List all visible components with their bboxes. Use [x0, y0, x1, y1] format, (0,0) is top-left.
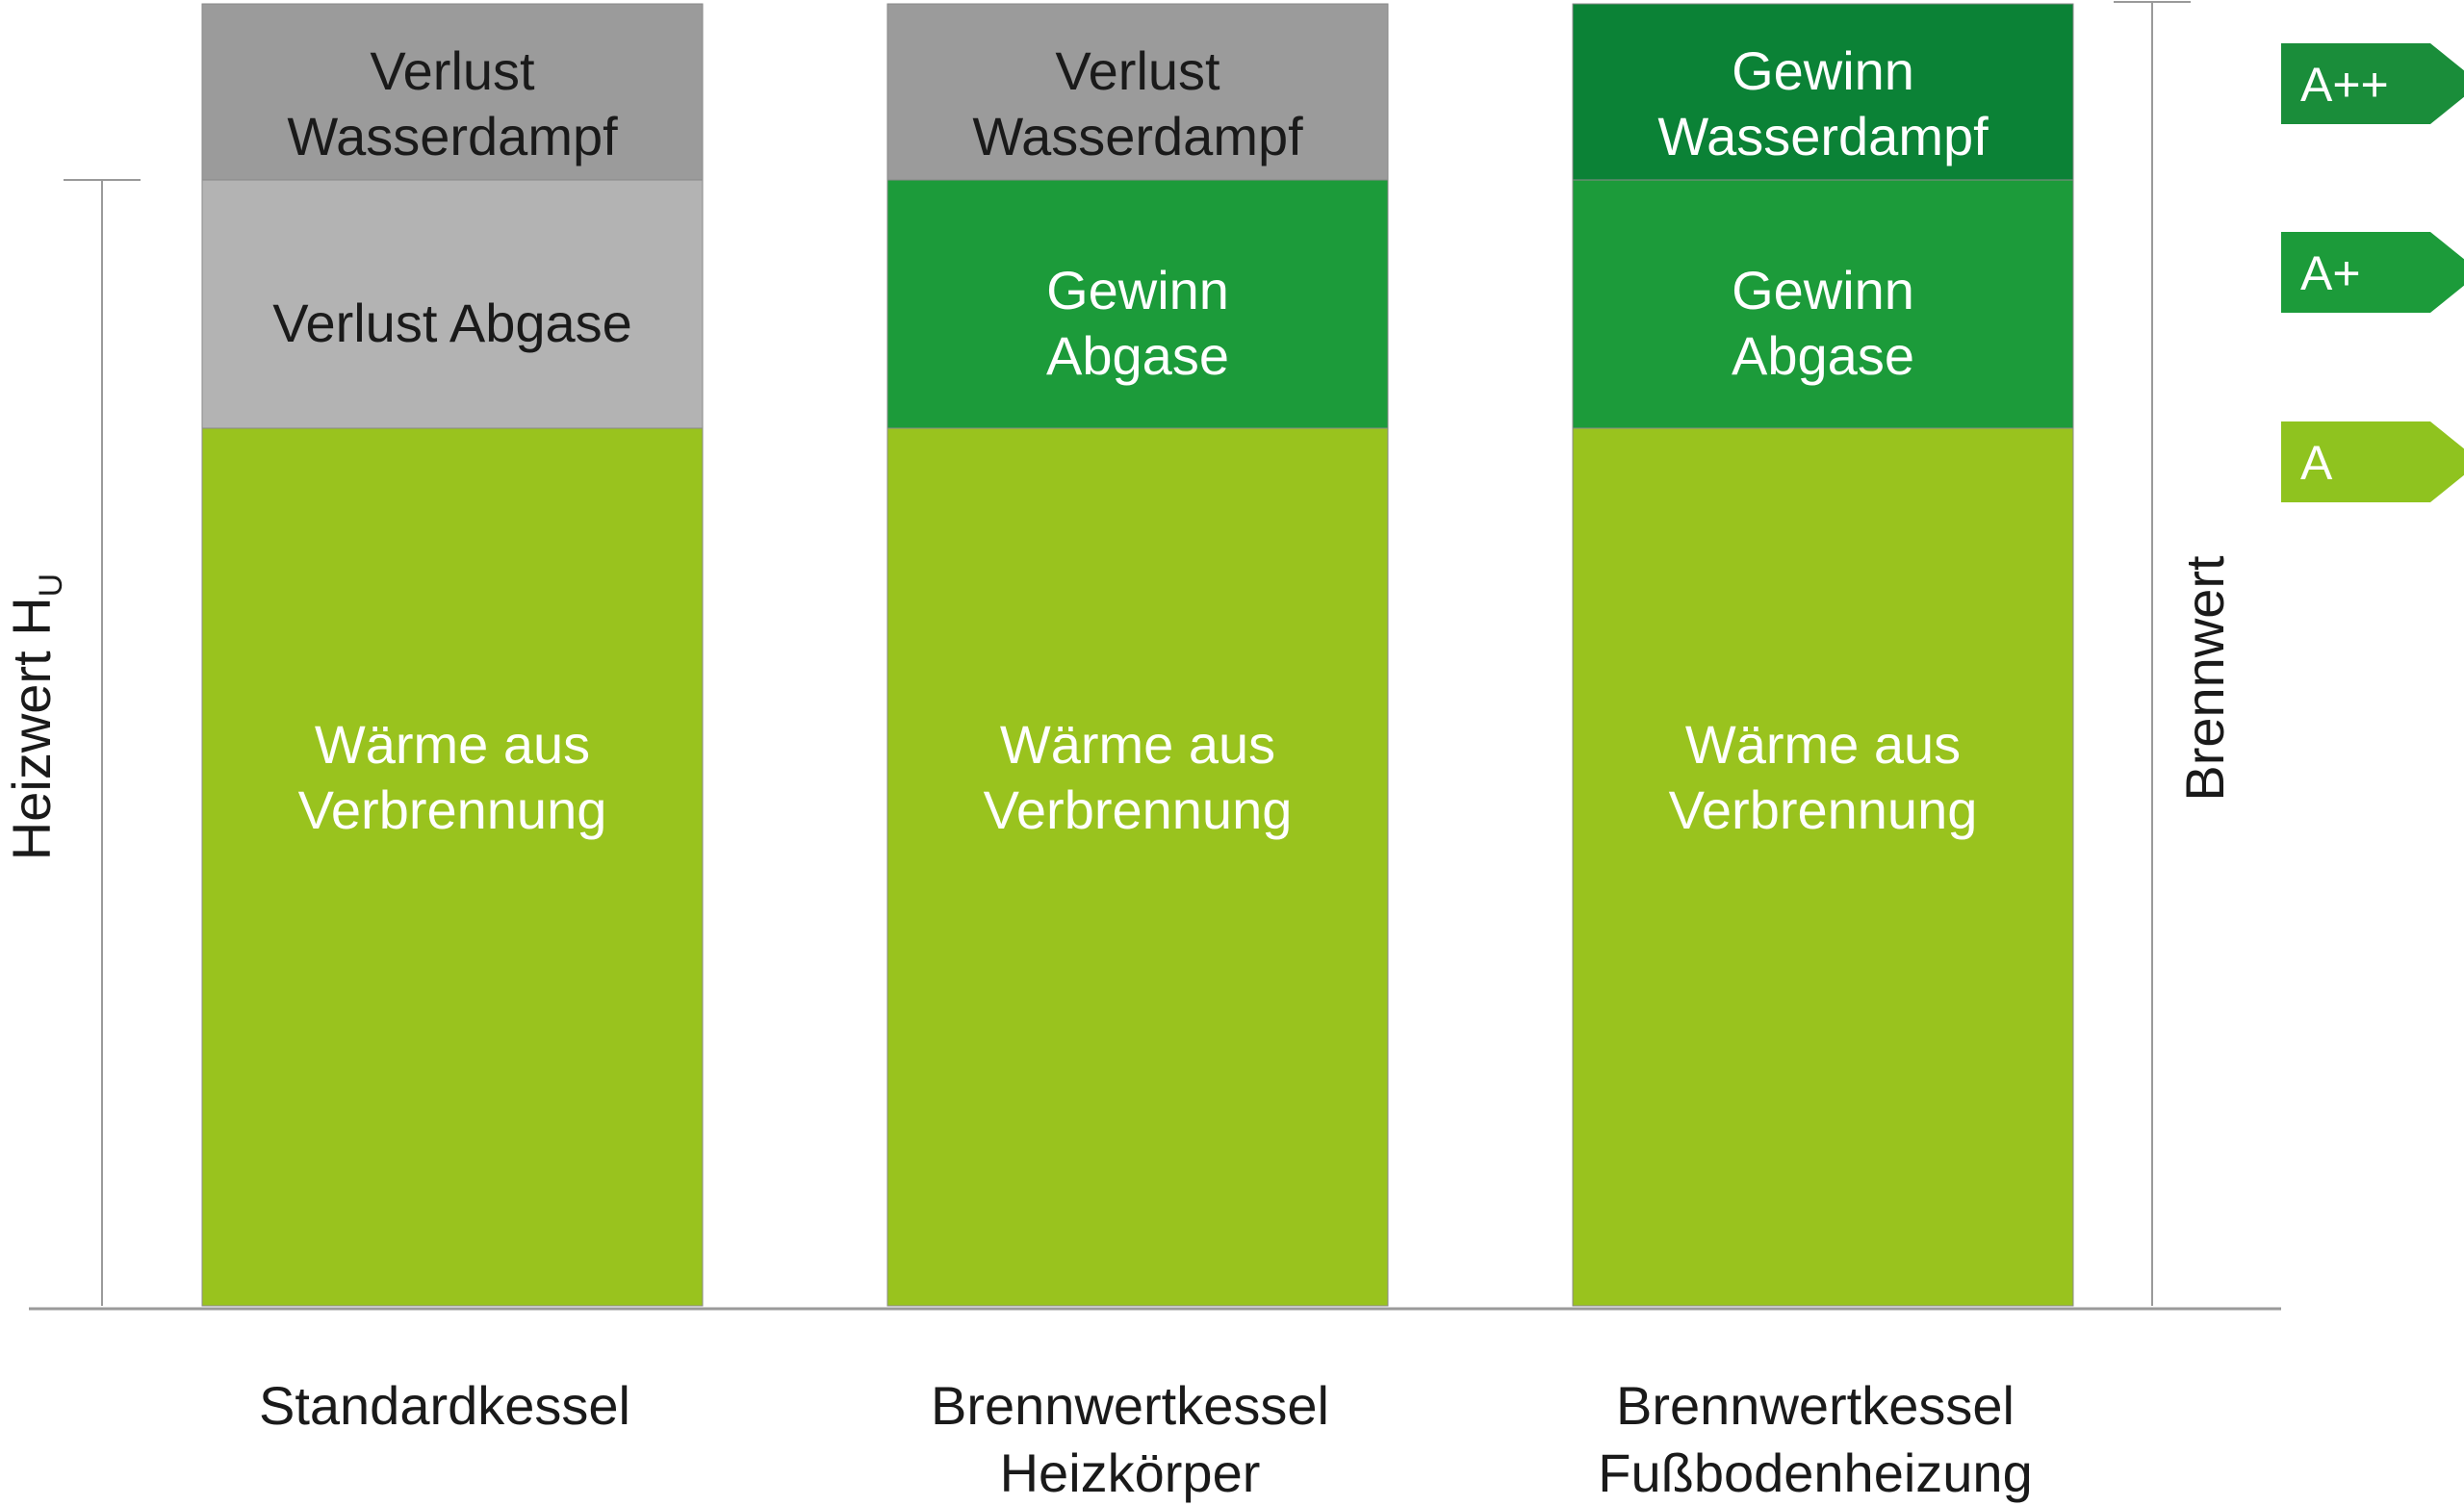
- efficiency-tag-label: A+: [2300, 246, 2361, 300]
- segment-label: Abgase: [1732, 325, 1914, 386]
- segment-label: Gewinn: [1732, 40, 1914, 101]
- segment-1-2: [201, 179, 704, 429]
- segment-3-3: [1572, 427, 2074, 1307]
- segment-label: Wärme aus: [1000, 714, 1275, 775]
- category-label: Heizkörper: [1000, 1442, 1261, 1503]
- segment-label: Abgase: [1046, 325, 1229, 386]
- segment-label: Wärme aus: [1685, 714, 1961, 775]
- segment-label: Wasserdampf: [1657, 106, 1989, 166]
- category-label: Standardkessel: [259, 1375, 630, 1436]
- efficiency-tag-label: A: [2300, 436, 2333, 490]
- segment-2-3: [886, 427, 1389, 1307]
- segment-label: Wasserdampf: [287, 106, 618, 166]
- segment-label: Wärme aus: [315, 714, 590, 775]
- efficiency-tag-label: A++: [2300, 58, 2389, 112]
- segment-3-1: [1572, 3, 2074, 181]
- category-label: Brennwertkessel: [931, 1375, 1329, 1436]
- segment-2-1: [886, 3, 1389, 181]
- segment-label: Verlust: [370, 40, 535, 101]
- segment-label: Verlust: [1055, 40, 1220, 101]
- segment-label: Gewinn: [1046, 260, 1229, 320]
- segment-1-1: [201, 3, 704, 181]
- brennwert-axis-label: Brennwert: [2174, 555, 2235, 802]
- segment-label: Gewinn: [1732, 260, 1914, 320]
- efficiency-tag-3: [2281, 421, 2464, 502]
- segment-3-2: [1572, 179, 2074, 429]
- segment-label: Verbrennung: [984, 779, 1293, 840]
- segment-label: Wasserdampf: [972, 106, 1303, 166]
- heizwert-axis-label: Heizwert HU: [1, 574, 69, 860]
- segment-1-3: [201, 427, 704, 1307]
- segment-2-2: [886, 179, 1389, 429]
- segment-label: Verlust Abgase: [272, 293, 632, 353]
- efficiency-tag-1: [2281, 43, 2464, 124]
- segment-label: Verbrennung: [298, 779, 607, 840]
- segment-label: Verbrennung: [1669, 779, 1978, 840]
- category-label: Fußbodenheizung: [1598, 1442, 2032, 1503]
- category-label: Brennwertkessel: [1616, 1375, 2015, 1436]
- efficiency-tag-2: [2281, 232, 2464, 313]
